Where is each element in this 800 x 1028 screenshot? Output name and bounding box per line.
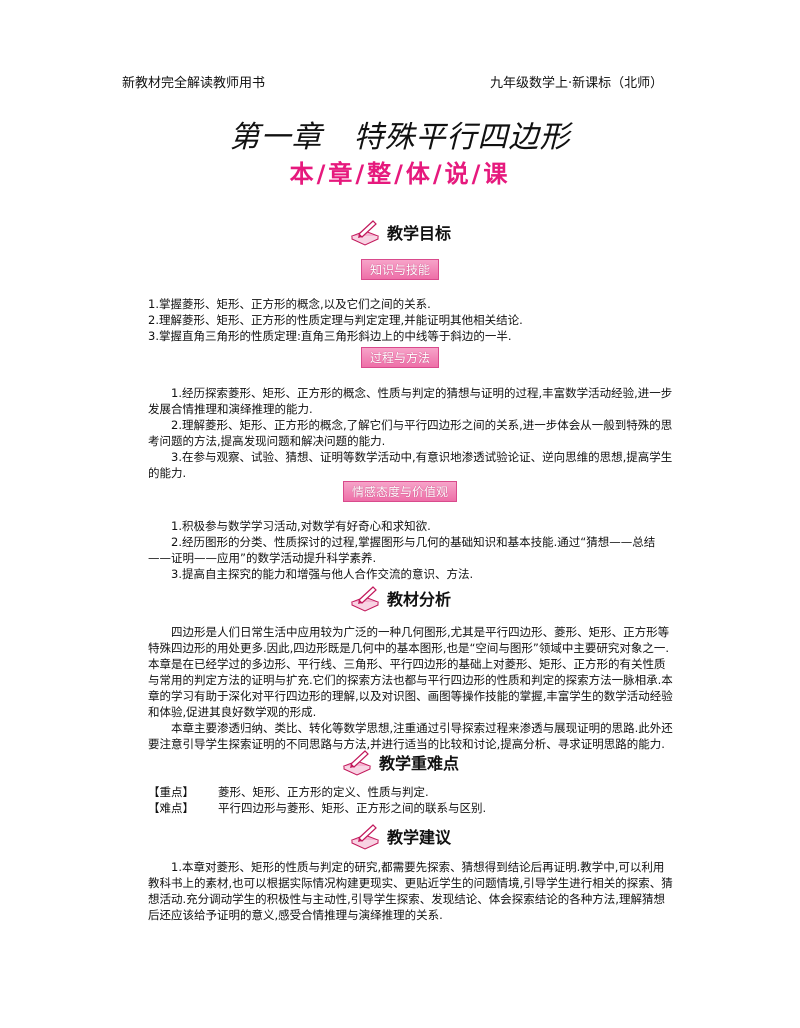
list-item: 3.提高自主探究的能力和增强与他人合作交流的意识、方法.: [171, 567, 474, 581]
section-heading-goals: 教学目标: [0, 218, 800, 246]
list-item: 3.在参与观察、试验、猜想、证明等数学活动中,有意识地渗透试验论证、逆向思维的思…: [148, 450, 673, 480]
tag-text: 知识与技能: [360, 259, 439, 280]
tag-text: 过程与方法: [360, 347, 439, 368]
paragraph: 四边形是人们日常生活中应用较为广泛的一种几何图形,尤其是平行四边形、菱形、矩形、…: [148, 625, 673, 719]
suggestions-body: 1.本章对菱形、矩形的性质与判定的研究,都需要先探索、猜想得到结论后再证明.教学…: [148, 859, 673, 923]
difficulty-row: 【难点】 平行四边形与菱形、矩形、正方形之间的联系与区别.: [148, 800, 673, 816]
pen-book-icon: [350, 220, 380, 246]
list-item: 1.经历探索菱形、矩形、正方形的概念、性质与判定的猜想与证明的过程,丰富数学活动…: [148, 386, 673, 416]
section-heading-analysis: 教材分析: [0, 584, 800, 612]
chapter-subtitle: 本/章/整/体/说/课: [289, 160, 511, 188]
tag-emotion-values: 情感态度与价值观: [0, 481, 800, 502]
pen-book-icon: [350, 824, 380, 850]
list-item: 2.理解菱形、矩形、正方形的性质定理与判定定理,并能证明其他相关结论.: [148, 313, 523, 327]
section-heading-keypoints: 教学重难点: [0, 748, 800, 776]
paragraph: 1.本章对菱形、矩形的性质与判定的研究,都需要先探索、猜想得到结论后再证明.教学…: [148, 860, 673, 922]
section-heading-text: 教学建议: [386, 828, 451, 847]
section-heading-text: 教学目标: [386, 224, 451, 243]
list-item: 1.掌握菱形、矩形、正方形的概念,以及它们之间的关系.: [148, 297, 431, 311]
list-item: 2.经历图形的分类、性质探讨的过程,掌握图形与几何的基础知识和基本技能.通过“猜…: [148, 535, 656, 565]
tag-process-methods: 过程与方法: [0, 347, 800, 368]
knowledge-list: 1.掌握菱形、矩形、正方形的概念,以及它们之间的关系. 2.理解菱形、矩形、正方…: [148, 296, 673, 344]
keypoints-body: 【重点】 菱形、矩形、正方形的定义、性质与判定. 【难点】 平行四边形与菱形、矩…: [148, 784, 673, 816]
pen-book-icon: [350, 586, 380, 612]
tag-knowledge-skills: 知识与技能: [0, 259, 800, 280]
chapter-title: 第一章 特殊平行四边形: [229, 120, 571, 155]
process-list: 1.经历探索菱形、矩形、正方形的概念、性质与判定的猜想与证明的过程,丰富数学活动…: [148, 385, 673, 481]
header-book-title: 新教材完全解读教师用书: [122, 76, 266, 91]
key-point-row: 【重点】 菱形、矩形、正方形的定义、性质与判定.: [148, 784, 673, 800]
analysis-body: 四边形是人们日常生活中应用较为广泛的一种几何图形,尤其是平行四边形、菱形、矩形、…: [148, 624, 673, 752]
difficulty-label: 【难点】: [148, 801, 194, 815]
header-grade-edition: 九年级数学上·新课标（北师）: [490, 76, 664, 91]
section-heading-suggestions: 教学建议: [0, 822, 800, 850]
pen-book-icon: [342, 750, 372, 776]
list-item: 1.积极参与数学学习活动,对数学有好奇心和求知欲.: [171, 519, 431, 533]
tag-text: 情感态度与价值观: [342, 481, 457, 502]
emotion-list: 1.积极参与数学学习活动,对数学有好奇心和求知欲. 2.经历图形的分类、性质探讨…: [148, 518, 673, 582]
section-heading-text: 教材分析: [386, 590, 451, 609]
paragraph: 本章主要渗透归纳、类比、转化等数学思想,注重通过引导探索过程来渗透与展现证明的思…: [148, 721, 673, 751]
section-heading-text: 教学重难点: [378, 754, 459, 773]
key-point-label: 【重点】: [148, 785, 194, 799]
key-point-text: 菱形、矩形、正方形的定义、性质与判定.: [218, 785, 429, 799]
list-item: 2.理解菱形、矩形、正方形的概念,了解它们与平行四边形之间的关系,进一步体会从一…: [148, 418, 673, 448]
difficulty-text: 平行四边形与菱形、矩形、正方形之间的联系与区别.: [218, 801, 487, 815]
list-item: 3.掌握直角三角形的性质定理:直角三角形斜边上的中线等于斜边的一半.: [148, 329, 512, 343]
